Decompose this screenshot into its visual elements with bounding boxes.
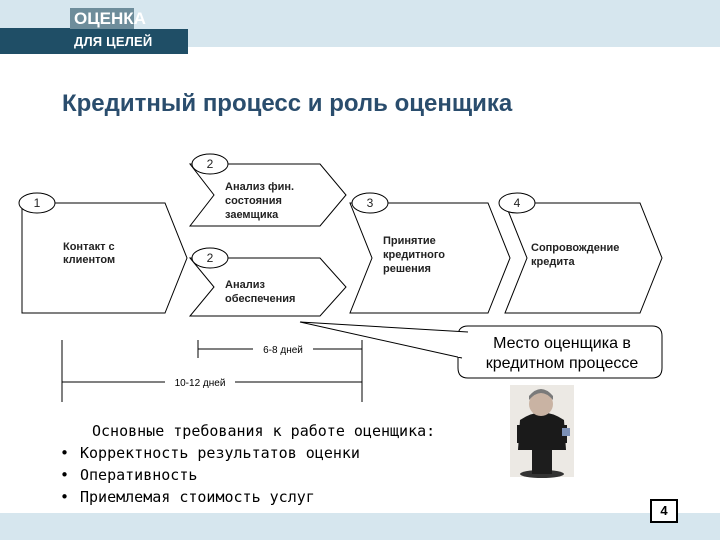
requirement-item: Оперативность — [60, 464, 435, 486]
callout-line-2: кредитном процессе — [485, 355, 639, 372]
requirements-list: Основные требования к работе оценщика: К… — [60, 420, 435, 508]
step-4-label-2: кредита — [531, 256, 575, 268]
appraiser-figure-illustration — [510, 385, 574, 478]
step-2b-shape: 2 Анализ обеспечения — [188, 247, 347, 317]
requirement-item: Корректность результатов оценки — [60, 442, 435, 464]
step-4-label-1: Сопровождение — [531, 242, 619, 254]
timeline: 6-8 дней 10-12 дней — [61, 340, 363, 402]
step-3-label-3: решения — [383, 263, 431, 275]
step-2a-label-2: состояния — [225, 195, 282, 207]
step-3-shape: 3 Принятие кредитного решения — [349, 192, 511, 314]
step-2a-label-3: заемщика — [225, 209, 279, 221]
long-duration-label: 10-12 дней — [175, 378, 226, 389]
callout-bubble — [299, 321, 663, 379]
step-4-shape: 4 Сопровождение кредита — [498, 192, 663, 314]
short-duration-bg — [253, 342, 313, 356]
page-number: 4 — [650, 499, 678, 523]
callout-line-1: Место оценщика в — [493, 335, 631, 352]
footer-band — [0, 513, 720, 540]
requirements-heading: Основные требования к работе оценщика: — [92, 422, 436, 440]
step-3-number: 3 — [367, 196, 374, 210]
step-2a-label-1: Анализ фин. — [225, 181, 294, 193]
header-stripe — [0, 28, 70, 54]
step-2b-label-2: обеспечения — [225, 293, 295, 305]
step-2b-label-1: Анализ — [225, 279, 265, 291]
step-3-label-1: Принятие — [383, 235, 436, 247]
callout-text: Место оценщика в кредитном процессе — [462, 334, 662, 374]
step-1-number: 1 — [34, 196, 41, 210]
step-1-label-1: Контакт с — [63, 241, 115, 253]
step-4-number: 4 — [514, 196, 521, 210]
requirement-item: Приемлемая стоимость услуг — [60, 486, 435, 508]
long-duration-bg — [165, 375, 235, 389]
page-title: Кредитный процесс и роль оценщика — [62, 90, 513, 117]
step-1-shape: 1 Контакт с клиентом — [18, 192, 188, 314]
step-2b-number: 2 — [207, 251, 214, 265]
short-duration-label: 6-8 дней — [263, 345, 303, 356]
step-1-label-2: клиентом — [63, 254, 115, 266]
logo-line1: ОЦЕНКА — [70, 8, 146, 29]
step-2a-number: 2 — [207, 157, 214, 171]
step-3-label-2: кредитного — [383, 249, 445, 261]
step-2a-shape: 2 Анализ фин. состояния заемщика — [188, 153, 347, 227]
logo-line2: ДЛЯ ЦЕЛЕЙ ЗАЛОГА — [70, 29, 188, 74]
